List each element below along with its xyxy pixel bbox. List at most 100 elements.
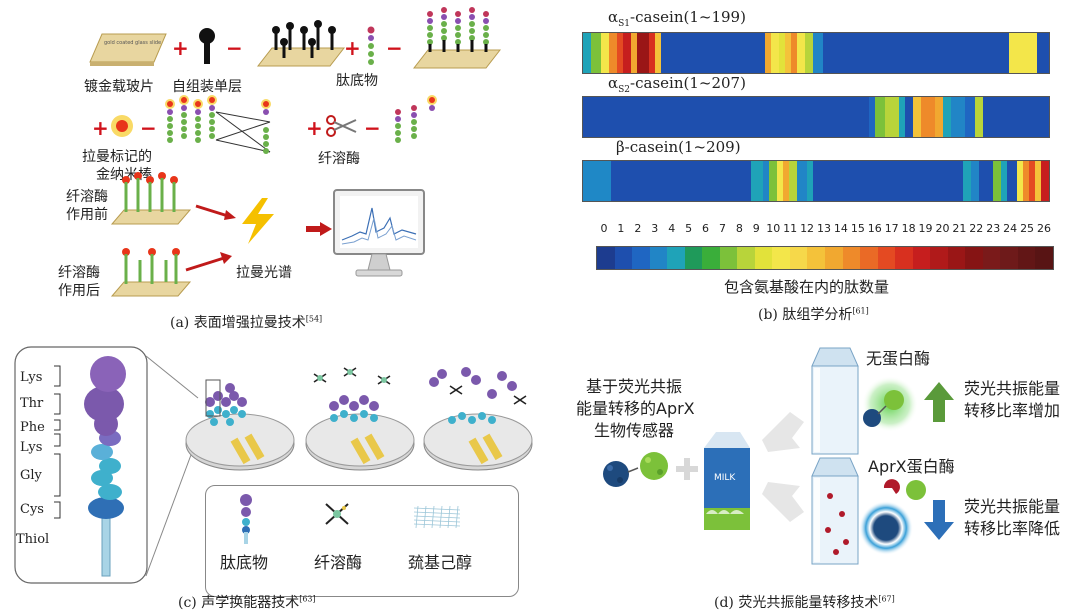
aa-thr: Thr: [20, 396, 44, 411]
scale-tick: 18: [901, 222, 916, 235]
scale-tick: 11: [783, 222, 798, 235]
protein-label-b: β-casein(1~209): [616, 138, 741, 156]
connector-arrows: [215, 111, 271, 153]
scale-tick: 7: [718, 222, 726, 235]
legend-plasmin-label: 纤溶酶: [314, 553, 363, 572]
scale-tick: 14: [833, 222, 848, 235]
slide-after-icon: [110, 248, 192, 297]
caption-d: (d) 荧光共振能量转移技术[67]: [714, 594, 895, 611]
peptide-substrate-icon: [367, 26, 375, 65]
cleaved-fragments-icon: [261, 99, 271, 154]
scale-tick: 23: [986, 222, 1001, 235]
protein-label-as1: αS1-casein(1~199): [608, 8, 746, 29]
scale-seg: [860, 247, 879, 269]
scale-seg: [789, 247, 808, 269]
scale-tick: 5: [685, 222, 693, 235]
label-substrate: 肽底物: [336, 73, 378, 89]
sam-molecule-icon: [199, 28, 215, 64]
legend-box-c: [205, 485, 519, 597]
gold-nanorod-icon: [111, 115, 133, 137]
plus-sign-2: +: [344, 36, 361, 60]
aa-lys-1: Lys: [20, 370, 43, 385]
milk-text: MILK: [714, 473, 736, 483]
minus-sign-2: −: [386, 36, 403, 60]
gold-slide-icon: [89, 33, 167, 66]
legend-scissors-icon: [325, 503, 349, 525]
scale-tick: 12: [800, 222, 815, 235]
label-raman-nanorod-1: 拉曼标记的: [82, 149, 152, 165]
sensor-label-1: 基于荧光共振: [586, 377, 683, 396]
caption-c: (c) 声学换能器技术[63]: [178, 594, 316, 611]
labeled-substrate-slide-icon: [165, 95, 217, 143]
bracket-marks: [54, 365, 61, 519]
scale-seg: [632, 247, 651, 269]
color-scale: [596, 246, 1054, 270]
arrow-after-to-flash: [185, 252, 232, 272]
split-arrows-icon: [762, 412, 804, 522]
label-increase-2: 转移比率增加: [964, 401, 1061, 420]
scale-tick: 20: [935, 222, 950, 235]
minus-sign-4: −: [364, 116, 381, 140]
scale-label: 包含氨基酸在内的肽数量: [724, 278, 890, 296]
scale-tick: 22: [969, 222, 984, 235]
arrow-flash-to-monitor: [306, 222, 332, 236]
caption-b: (b) 肽组学分析[61]: [758, 306, 869, 323]
fret-low-icon: [859, 501, 913, 555]
aa-phe: Phe: [20, 420, 45, 435]
scale-seg: [912, 247, 931, 269]
aa-gly: Gly: [20, 468, 42, 483]
scale-tick: 3: [651, 222, 659, 235]
plus-sign-1: +: [172, 36, 189, 60]
scale-seg: [842, 247, 861, 269]
scale-seg: [895, 247, 914, 269]
legend-mch-icon: [413, 505, 461, 529]
scale-seg: [754, 247, 773, 269]
substrate-slide-icon: [412, 7, 502, 69]
scale-tick: 13: [817, 222, 831, 235]
label-with-enzyme: AprX蛋白酶: [868, 457, 955, 476]
legend-substrate-icon: [240, 494, 252, 544]
biosensor-icon: [603, 452, 668, 487]
legend-substrate-label: 肽底物: [220, 553, 269, 572]
protein-label-as2: αS2-casein(1~207): [608, 74, 746, 95]
scale-seg: [930, 247, 949, 269]
scale-tick: 21: [952, 222, 967, 235]
scale-seg: [684, 247, 703, 269]
scale-seg: [614, 247, 633, 269]
aa-lys-2: Lys: [20, 440, 43, 455]
minus-sign-3: −: [140, 116, 157, 140]
scale-seg: [807, 247, 826, 269]
label-sam: 自组装单层: [172, 79, 242, 95]
label-decrease-2: 转移比率降低: [964, 519, 1061, 538]
label-after-1: 纤溶酶: [58, 265, 100, 281]
scale-seg: [719, 247, 738, 269]
arrow-before-to-flash: [195, 204, 236, 220]
scale-tick: 19: [918, 222, 933, 235]
milk-carton-icon: MILK: [704, 432, 750, 530]
scale-tick: 0: [600, 222, 608, 235]
scale-tick: 26: [1037, 222, 1051, 235]
bar-b: [582, 160, 1050, 202]
transducer-dish-3: [423, 367, 533, 471]
scale-tick: 25: [1020, 222, 1035, 235]
aprx-enzyme-icon: [883, 479, 926, 500]
scale-seg: [877, 247, 896, 269]
scale-tick: 6: [702, 222, 710, 235]
scale-seg: [1017, 247, 1036, 269]
legend-mch-label: 巯基己醇: [408, 553, 473, 572]
scale-tick: 16: [867, 222, 882, 235]
sensor-label-2: 能量转移的AprX: [576, 399, 695, 418]
scale-tick: 8: [735, 222, 743, 235]
scale-seg: [737, 247, 756, 269]
scale-seg: [965, 247, 984, 269]
sensor-label-3: 生物传感器: [594, 421, 675, 440]
scale-seg: [825, 247, 844, 269]
laser-flash-icon: [242, 198, 274, 244]
label-raman-spectrum: 拉曼光谱: [236, 265, 292, 281]
scale-tick: 9: [752, 222, 760, 235]
scale-tick: 24: [1003, 222, 1018, 235]
scale-tick: 4: [668, 222, 676, 235]
arrow-down-icon: [924, 500, 954, 540]
slide-before-icon: [110, 172, 192, 225]
scale-tick: 2: [634, 222, 642, 235]
